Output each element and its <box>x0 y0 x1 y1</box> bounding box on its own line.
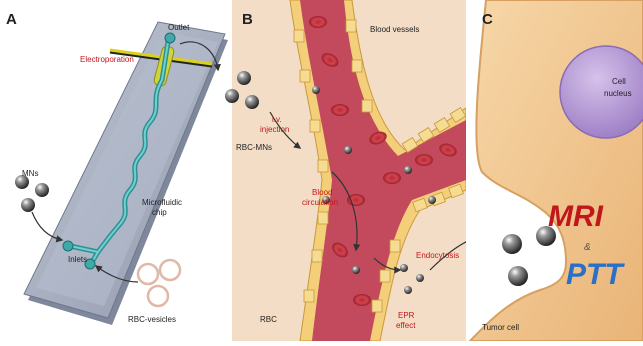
epr-label-1: EPR <box>398 311 415 320</box>
endocytosis-label: Endocytosis <box>416 251 459 260</box>
outlet-label: Outlet <box>168 23 190 32</box>
blood-vessels-label: Blood vessels <box>370 25 419 34</box>
panel-b: B Blood vessels i.v. injection RBC-MNs B… <box>225 0 494 341</box>
iv-label-2: injection <box>260 125 289 134</box>
inlets-label: Inlets <box>68 255 87 264</box>
ampersand-label: & <box>584 242 591 253</box>
panel-a-letter: A <box>6 11 17 28</box>
rbc-vesicles-label: RBC-vesicles <box>128 315 176 324</box>
iv-label-1: i.v. <box>272 115 282 124</box>
mns-label: MNs <box>22 169 38 178</box>
microfluidic-label-1: Microfluidic <box>142 198 182 207</box>
cell-nucleus-label-1: Cell <box>612 77 626 86</box>
ptt-label: PTT <box>566 258 625 291</box>
panel-b-letter: B <box>242 11 253 28</box>
rbc-label: RBC <box>260 315 277 324</box>
blood-circulation-label-2: circulation <box>302 198 338 207</box>
panel-c: C Cell nucleus MRI & PTT Tumor cell <box>466 0 643 341</box>
electroporation-label: Electroporation <box>80 55 134 64</box>
panel-c-letter: C <box>482 11 493 28</box>
panel-a: A Outlet Electroporation MNs Microfluidi… <box>0 0 232 341</box>
cell-nucleus-label-2: nucleus <box>604 89 632 98</box>
rbc-mns-label: RBC-MNs <box>236 143 272 152</box>
mri-label: MRI <box>548 200 604 233</box>
epr-label-2: effect <box>396 321 416 330</box>
microfluidic-label-2: chip <box>152 208 167 217</box>
tumor-cell-label: Tumor cell <box>482 323 519 332</box>
blood-circulation-label-1: Blood <box>312 188 332 197</box>
